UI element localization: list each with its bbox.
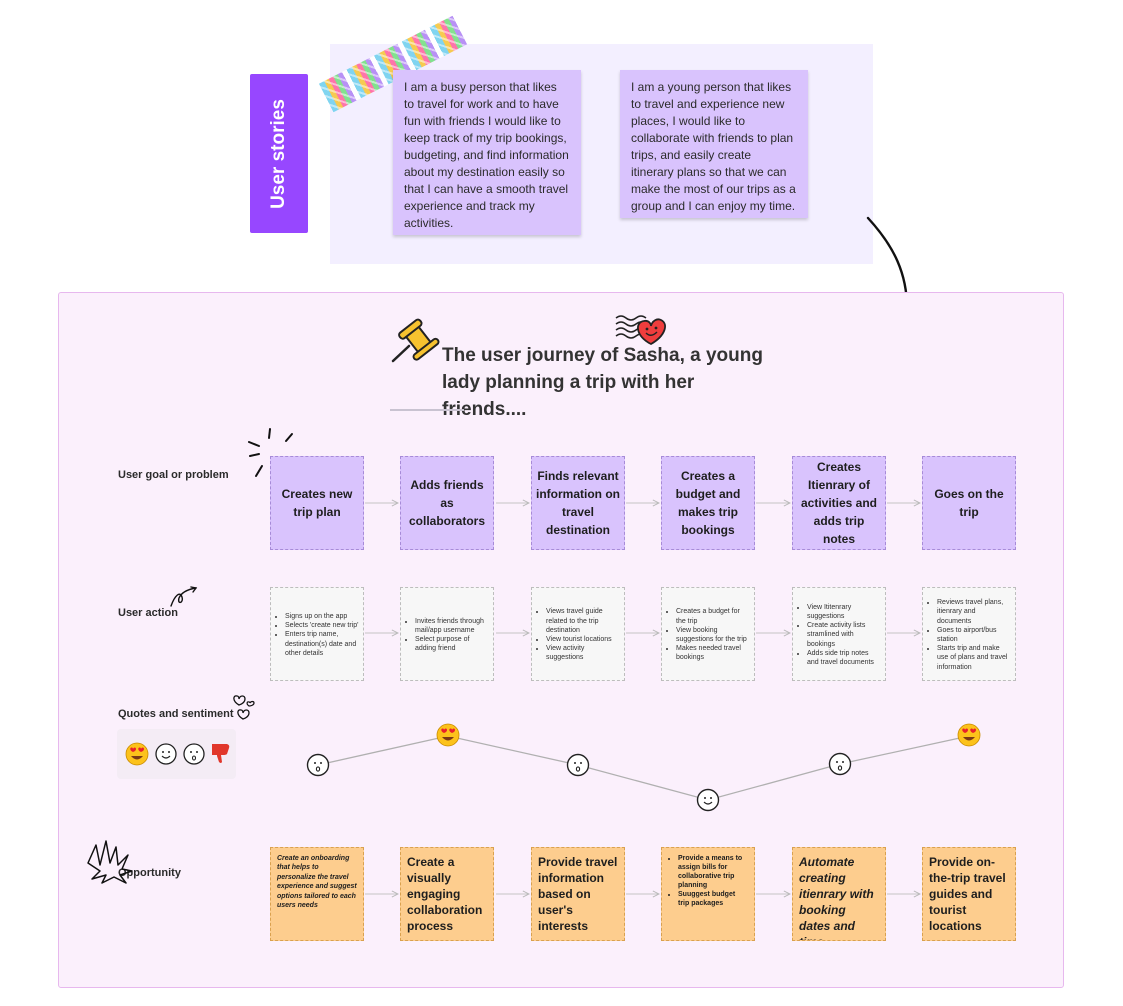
action-item: View booking suggestions for the trip: [676, 626, 750, 644]
row-label-opportunity: Opportunity: [118, 867, 181, 879]
opportunity-item: Provide a means to assign bills for coll…: [678, 854, 748, 890]
action-item: Create activity lists stramlined with bo…: [807, 621, 881, 649]
action-item: Reviews travel plans, itienrary and docu…: [937, 598, 1011, 626]
goal-card-6[interactable]: Goes on the trip: [922, 456, 1016, 550]
heart-eyes-emoji-icon: [125, 742, 149, 766]
user-stories-label: User stories: [250, 74, 308, 233]
opportunity-card-1[interactable]: Create an onboarding that helps to perso…: [270, 847, 364, 941]
doodle-arrow-icon: [170, 586, 198, 607]
opportunity-card-2[interactable]: Create a visually engaging collaboration…: [400, 847, 494, 941]
action-item: Starts trip and make use of plans and tr…: [937, 644, 1011, 672]
title-divider: [390, 409, 464, 411]
thumbs-down-icon: [212, 744, 230, 763]
action-item: Invites friends through mail/app usernam…: [415, 617, 489, 635]
scribble-burst-icon: [87, 840, 133, 884]
pushpin-icon: [391, 318, 440, 363]
action-card-5[interactable]: View Ititenrary suggestions Create activ…: [792, 587, 886, 681]
action-card-1[interactable]: Signs up on the app Selects 'create new …: [270, 587, 364, 681]
goal-card-4[interactable]: Creates a budget and makes trip bookings: [661, 456, 755, 550]
action-card-4[interactable]: Creates a budget for the trip View booki…: [661, 587, 755, 681]
user-story-sticky-1[interactable]: I am a busy person that likes to travel …: [393, 70, 581, 235]
sentiment-point-6[interactable]: [957, 723, 981, 747]
user-stories-label-text: User stories: [268, 98, 289, 209]
opportunity-card-3[interactable]: Provide travel information based on user…: [531, 847, 625, 941]
sentiment-point-1[interactable]: [306, 753, 330, 777]
action-item: Goes to airport/bus station: [937, 626, 1011, 644]
sentiment-point-4[interactable]: [696, 788, 720, 812]
action-item: Select purpose of adding friend: [415, 635, 489, 653]
hearts-doodle-icon: [233, 695, 255, 720]
action-card-2[interactable]: Invites friends through mail/app usernam…: [400, 587, 494, 681]
user-story-sticky-2[interactable]: I am a young person that likes to travel…: [620, 70, 808, 218]
action-item: View activity suggestions: [546, 644, 620, 662]
smile-emoji-icon: [155, 743, 177, 765]
goal-card-1[interactable]: Creates new trip plan: [270, 456, 364, 550]
journey-title: The user journey of Sasha, a young lady …: [442, 345, 763, 420]
sparkle-lines-icon: [248, 428, 293, 477]
action-card-6[interactable]: Reviews travel plans, itienrary and docu…: [922, 587, 1016, 681]
action-item: Makes needed travel bookings: [676, 644, 750, 662]
goal-card-5[interactable]: Creates Itienrary of activities and adds…: [792, 456, 886, 550]
action-item: Views travel guide related to the trip d…: [546, 607, 620, 635]
goal-card-2[interactable]: Adds friends as collaborators: [400, 456, 494, 550]
goal-card-3[interactable]: Finds relevant information on travel des…: [531, 456, 625, 550]
row-label-action: User action: [118, 607, 178, 619]
surprised-emoji-icon: [183, 743, 205, 765]
sentiment-legend: [117, 729, 236, 779]
action-item: Adds side trip notes and travel document…: [807, 649, 881, 667]
action-item: Creates a budget for the trip: [676, 607, 750, 625]
row-label-sentiment: Quotes and sentiment: [118, 708, 234, 720]
action-item: Enters trip name, destination(s) date an…: [285, 630, 359, 658]
action-card-3[interactable]: Views travel guide related to the trip d…: [531, 587, 625, 681]
sentiment-point-2[interactable]: [436, 723, 460, 747]
opportunity-item: Suuggest budget trip packages: [678, 890, 748, 908]
opportunity-card-6[interactable]: Provide on-the-trip travel guides and to…: [922, 847, 1016, 941]
sentiment-point-5[interactable]: [828, 752, 852, 776]
opportunity-card-5[interactable]: Automate creating itienrary with booking…: [792, 847, 886, 941]
row-label-goal: User goal or problem: [118, 469, 229, 481]
sentiment-point-3[interactable]: [566, 753, 590, 777]
action-item: Signs up on the app: [285, 612, 359, 621]
opportunity-card-4[interactable]: Provide a means to assign bills for coll…: [661, 847, 755, 941]
heart-stamp-icon: [615, 315, 666, 346]
action-item: View tourist locations: [546, 635, 620, 644]
action-item: View Ititenrary suggestions: [807, 603, 881, 621]
action-item: Selects 'create new trip': [285, 621, 359, 630]
